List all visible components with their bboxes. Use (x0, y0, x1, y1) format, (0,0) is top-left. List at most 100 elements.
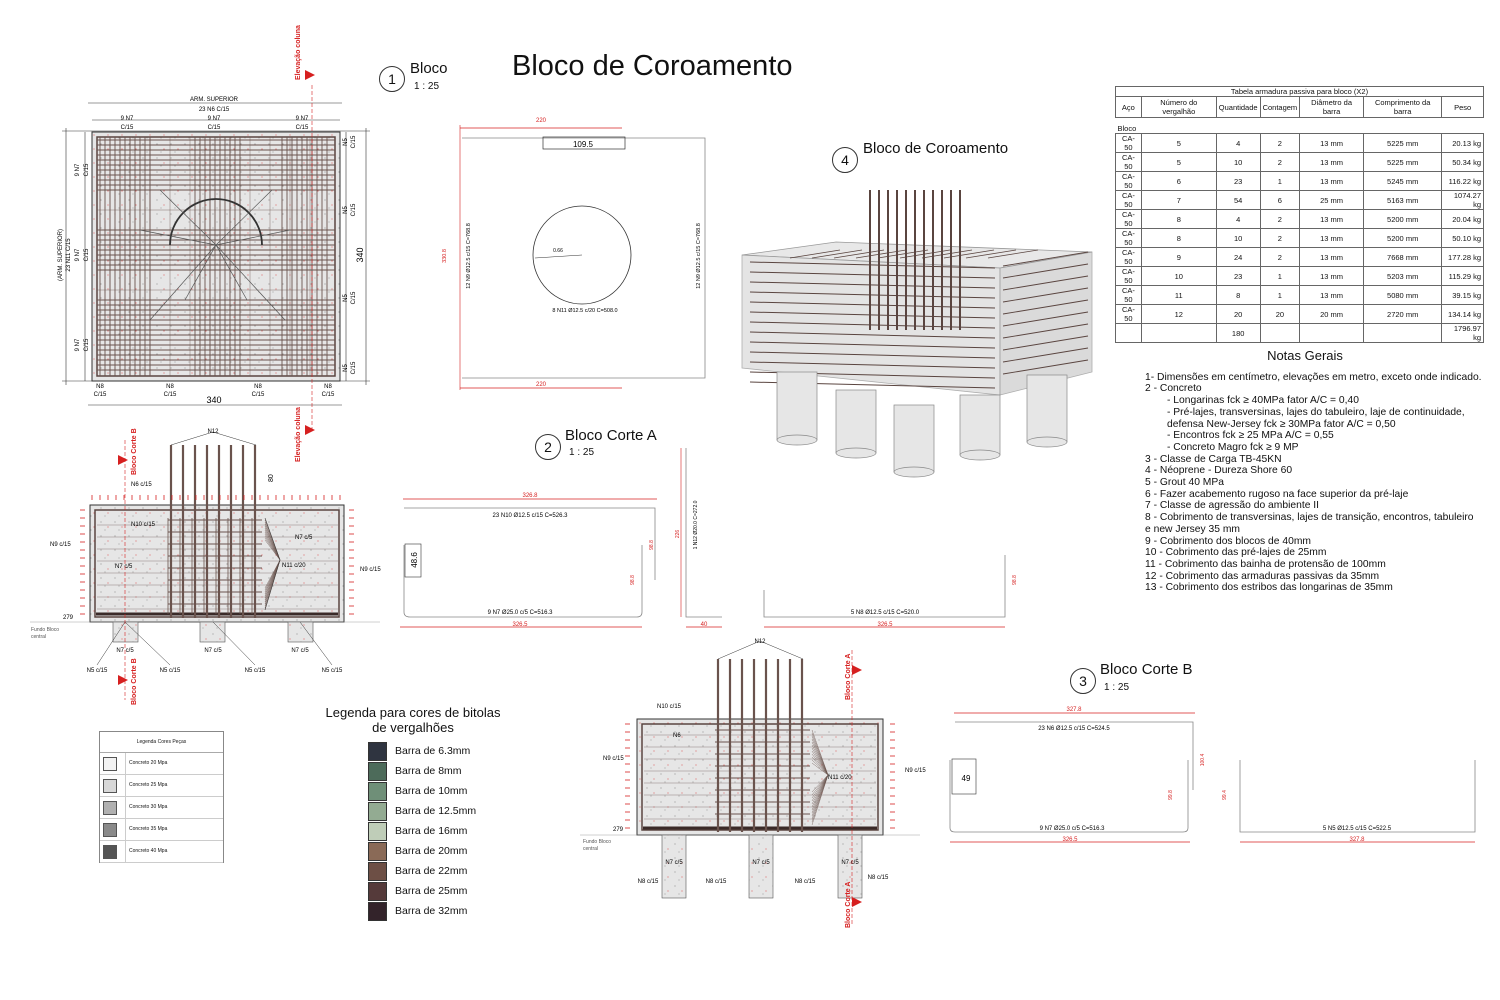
table-cell: 20.13 kg (1441, 133, 1484, 153)
view-1-scale: 1 : 25 (414, 81, 440, 92)
note-line: 8 - Cobrimento de transversinas, lajes d… (1145, 512, 1474, 524)
section-b-cover-markers (625, 723, 895, 829)
bar-legend-label: Barra de 6.3mm (395, 745, 471, 757)
ba-n12-h: 226 (675, 530, 681, 539)
rebar-line (899, 249, 951, 259)
rebar-line (921, 249, 973, 259)
bar-color-swatch (368, 861, 387, 881)
table-cell: 8 (1215, 285, 1261, 305)
concrete-swatch (103, 778, 117, 793)
table-cell: 1 (1259, 266, 1301, 286)
table-cell: 25 mm (1299, 190, 1364, 210)
section-a-cover-markers (80, 495, 354, 615)
n11-dim-330: 330.8 (442, 249, 448, 263)
table-cell: 13 mm (1299, 228, 1364, 248)
sa-n5-3: N5 c/15 (245, 668, 266, 674)
sa-n7-right: N7 c/5 (295, 535, 313, 541)
sa-elev-279: 279 (63, 615, 74, 621)
plan-n8-b: N8 (166, 384, 174, 390)
sa-n10: N10 c/15 (131, 522, 156, 528)
rebar-line (749, 261, 996, 269)
table-cell: 1 (1259, 171, 1301, 191)
concrete-legend-label: Concreto 20 Mpa (125, 753, 167, 774)
bb-n6-dim: 327.8 (1066, 707, 1082, 713)
plan-c15-r-c: C/15 (351, 291, 357, 304)
table-cell: 13 mm (1299, 171, 1364, 191)
view-3-number: 3 (1070, 668, 1096, 694)
note-line: - Concreto Magro fck ≥ 9 MP (1167, 441, 1299, 453)
rebar-line (749, 341, 996, 349)
rebar-line (811, 756, 829, 776)
table-cell: 13 mm (1299, 285, 1364, 305)
table-cell: 20.04 kg (1441, 209, 1484, 229)
sb-n11: N11 c/20 (828, 775, 852, 781)
table-cell: 2 (1259, 209, 1301, 229)
rebar-line (1002, 263, 1089, 279)
plan-n7-c: 9 N7 (296, 116, 309, 122)
rebar-line (789, 249, 841, 259)
table-cell: 177.28 kg (1441, 247, 1484, 267)
sa-n9-right: N9 c/15 (360, 567, 381, 573)
sa-corte-b-bottom: Bloco Corte B (131, 658, 138, 705)
bar-legend-item: Barra de 25mm (368, 881, 508, 901)
rebar-line (811, 249, 863, 259)
rebar-line (833, 249, 885, 259)
th-comprimento: Comprimento da barra (1362, 96, 1443, 118)
rebar-line (749, 291, 996, 299)
concrete-legend-title: Legenda Cores Peças (100, 732, 223, 753)
table-cell: CA-50 (1115, 266, 1142, 286)
bar-color-swatch (368, 801, 387, 821)
sb-central: central (583, 846, 598, 852)
sb-n12: N12 (754, 639, 766, 645)
table-cell: CA-50 (1115, 228, 1142, 248)
note-line: - Pré-lajes, transversinas, lajes do tab… (1167, 406, 1465, 418)
bars-a: 326.8 23 N10 Ø12.5 c/15 C=526.3 98.8 48.… (400, 448, 1018, 628)
table-cell: 2 (1259, 247, 1301, 267)
table-total-weight: 1796.97 kg (1441, 323, 1484, 343)
view-4-number: 4 (832, 147, 858, 173)
note-line: 6 - Fazer acabemento rugoso na face supe… (1145, 488, 1409, 500)
table-cell: 5225 mm (1362, 133, 1443, 153)
sa-fundo: Fundo Bloco (31, 627, 59, 633)
bb-n7-label: 9 N7 Ø25.0 c/5 C=516.3 (1040, 826, 1106, 832)
view-4-name: Bloco de Coroamento (863, 140, 1009, 157)
table-cell: CA-50 (1115, 152, 1142, 172)
sb-n6: N6 (673, 733, 681, 739)
sa-n12: N12 (207, 429, 219, 435)
sb-n8-3: N8 c/15 (795, 879, 816, 885)
rebar-line (811, 774, 829, 808)
view-3-name: Bloco Corte B (1100, 661, 1193, 678)
note-line: 12 - Cobrimento das armaduras passivas d… (1145, 570, 1380, 582)
note-line: - Encontros fck ≥ 25 MPa A/C = 0,55 (1167, 430, 1334, 442)
table-cell: CA-50 (1115, 209, 1142, 229)
plan-c15-left-b: C/15 (84, 248, 90, 261)
plan-c15-b2: C/15 (164, 392, 177, 398)
rebar-line (811, 774, 829, 793)
table-group: Bloco (1117, 124, 1137, 133)
plan-n8-c: N8 (254, 384, 262, 390)
bar-legend-label: Barra de 22mm (395, 865, 468, 877)
table-cell: 115.29 kg (1441, 266, 1484, 286)
n11-dim-220-bottom: 220 (536, 382, 547, 388)
rebar-line (811, 741, 829, 776)
rebar-line (1002, 359, 1089, 375)
plan-n8-a: N8 (96, 384, 104, 390)
ba-n10-dim: 326.8 (522, 493, 538, 499)
elev-coluna-bottom: Elevação coluna (295, 407, 302, 462)
rebar-line (1002, 323, 1089, 339)
rebar-line (877, 249, 929, 259)
table-cell: 5163 mm (1362, 190, 1443, 210)
n9-side-left: 12 N9 Ø12.5 c/15 C=768.8 (466, 223, 472, 289)
bar-legend-title-2: de vergalhões (372, 720, 454, 735)
table-cell: 1074.27 kg (1441, 190, 1484, 210)
rebar-line (943, 249, 995, 259)
rebar-line (811, 774, 829, 805)
note-line: 5 - Grout 40 MPa (1145, 477, 1224, 489)
rebar-line (811, 747, 829, 776)
bb-n5-side: 99.4 (1222, 790, 1228, 800)
notes-title: Notas Gerais (1267, 348, 1343, 363)
bar-legend-item: Barra de 22mm (368, 861, 508, 881)
section-a-rebar (80, 445, 354, 618)
